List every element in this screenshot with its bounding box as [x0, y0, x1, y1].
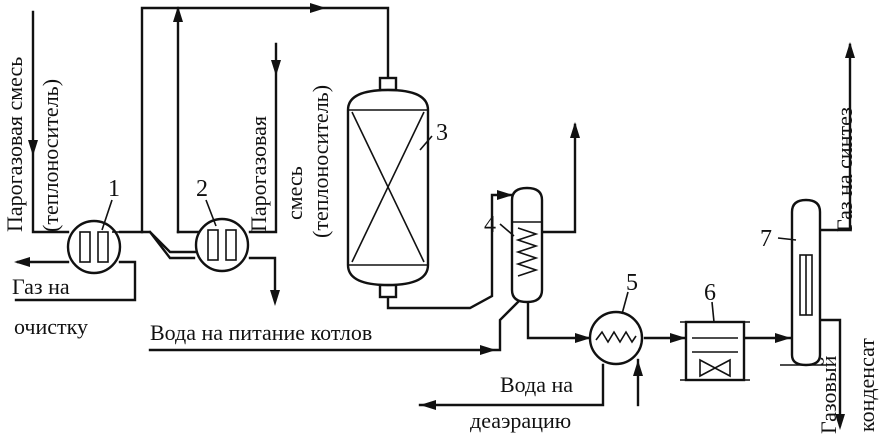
pipe-4-to-5 — [526, 298, 592, 340]
pipe-1-to-2 — [118, 230, 197, 254]
flow-arrows — [14, 3, 855, 430]
flow-labels: Парогазовая смесь (теплоноситель) Парога… — [2, 57, 879, 434]
arrow-inlet-down — [28, 140, 38, 156]
number-6: 6 — [704, 280, 716, 306]
arrow-synthesis-up — [845, 42, 855, 58]
arrow-right-inlet-down — [271, 60, 281, 76]
number-3: 3 — [436, 120, 448, 146]
pipe-1-outlet — [14, 260, 137, 302]
label-gas-to-cleaning-1: Газ на — [12, 274, 70, 299]
separator-6 — [680, 320, 750, 382]
arrow-riser-up — [173, 6, 183, 22]
pipe-7-bottom — [818, 318, 842, 427]
label-gas-mixture-left-1: Парогазовая смесь — [2, 57, 27, 232]
label-gas-condensate-2: конденсат — [854, 338, 879, 432]
pipe-1-to-2-b — [148, 230, 196, 260]
number-1: 1 — [108, 176, 120, 202]
pipe-water-feed — [148, 298, 522, 352]
label-gas-mixture-right-3: (теплоноситель) — [308, 85, 333, 238]
arrow-condensate-down — [835, 414, 845, 430]
reactor-3 — [346, 76, 430, 299]
label-gas-mixture-right-1: Парогазовая — [246, 116, 271, 232]
label-water-to-boilers: Вода на питание котлов — [150, 320, 372, 345]
arrow-6-to-7 — [775, 333, 791, 343]
waste-heat-boiler-4 — [510, 186, 544, 304]
heat-exchanger-1 — [66, 219, 122, 275]
pipe-gas-inlet-left — [31, 10, 70, 234]
equipment-numbers: 1 2 3 4 5 6 7 — [101, 120, 797, 323]
condenser-5 — [588, 310, 644, 366]
arrow-water-feed — [480, 345, 496, 355]
pipe-gas-inlet-right — [248, 42, 278, 234]
pipe-3-to-4 — [386, 193, 514, 310]
arrow-deaeration-left — [420, 400, 436, 410]
number-4: 4 — [484, 212, 496, 238]
label-gas-to-synthesis: Газ на синтез — [832, 107, 857, 232]
label-water-to-deaeration-2: деаэрацию — [470, 408, 571, 433]
label-gas-mixture-left-2: (теплоноситель) — [38, 79, 63, 232]
number-2: 2 — [196, 176, 208, 202]
pipe-header — [140, 6, 390, 234]
label-gas-mixture-right-2: смесь — [282, 166, 307, 220]
arrow-cooling-up — [633, 360, 643, 376]
label-water-to-deaeration-1: Вода на — [500, 372, 573, 397]
pipe-5-deaeration — [418, 363, 605, 407]
label-gas-to-cleaning-2: очистку — [14, 314, 88, 339]
pipe-2-outlet — [248, 256, 277, 302]
number-5: 5 — [626, 270, 638, 296]
arrow-2-outlet-down — [270, 290, 280, 306]
label-gas-condensate-1: Газовый — [816, 355, 841, 434]
arrow-4-top-up — [570, 122, 580, 138]
arrow-gas-cleaning-left — [14, 257, 30, 267]
arrow-header-right — [310, 3, 326, 13]
pipe-7-top — [818, 43, 852, 232]
arrow-5-to-6 — [670, 333, 686, 343]
pipe-4-top — [540, 123, 577, 234]
pipelines — [14, 6, 852, 427]
arrow-3-to-4 — [497, 190, 513, 200]
arrow-4-to-5 — [575, 333, 591, 343]
heat-exchanger-2 — [194, 217, 250, 273]
number-7: 7 — [760, 226, 772, 252]
separator-column-7 — [780, 198, 826, 367]
